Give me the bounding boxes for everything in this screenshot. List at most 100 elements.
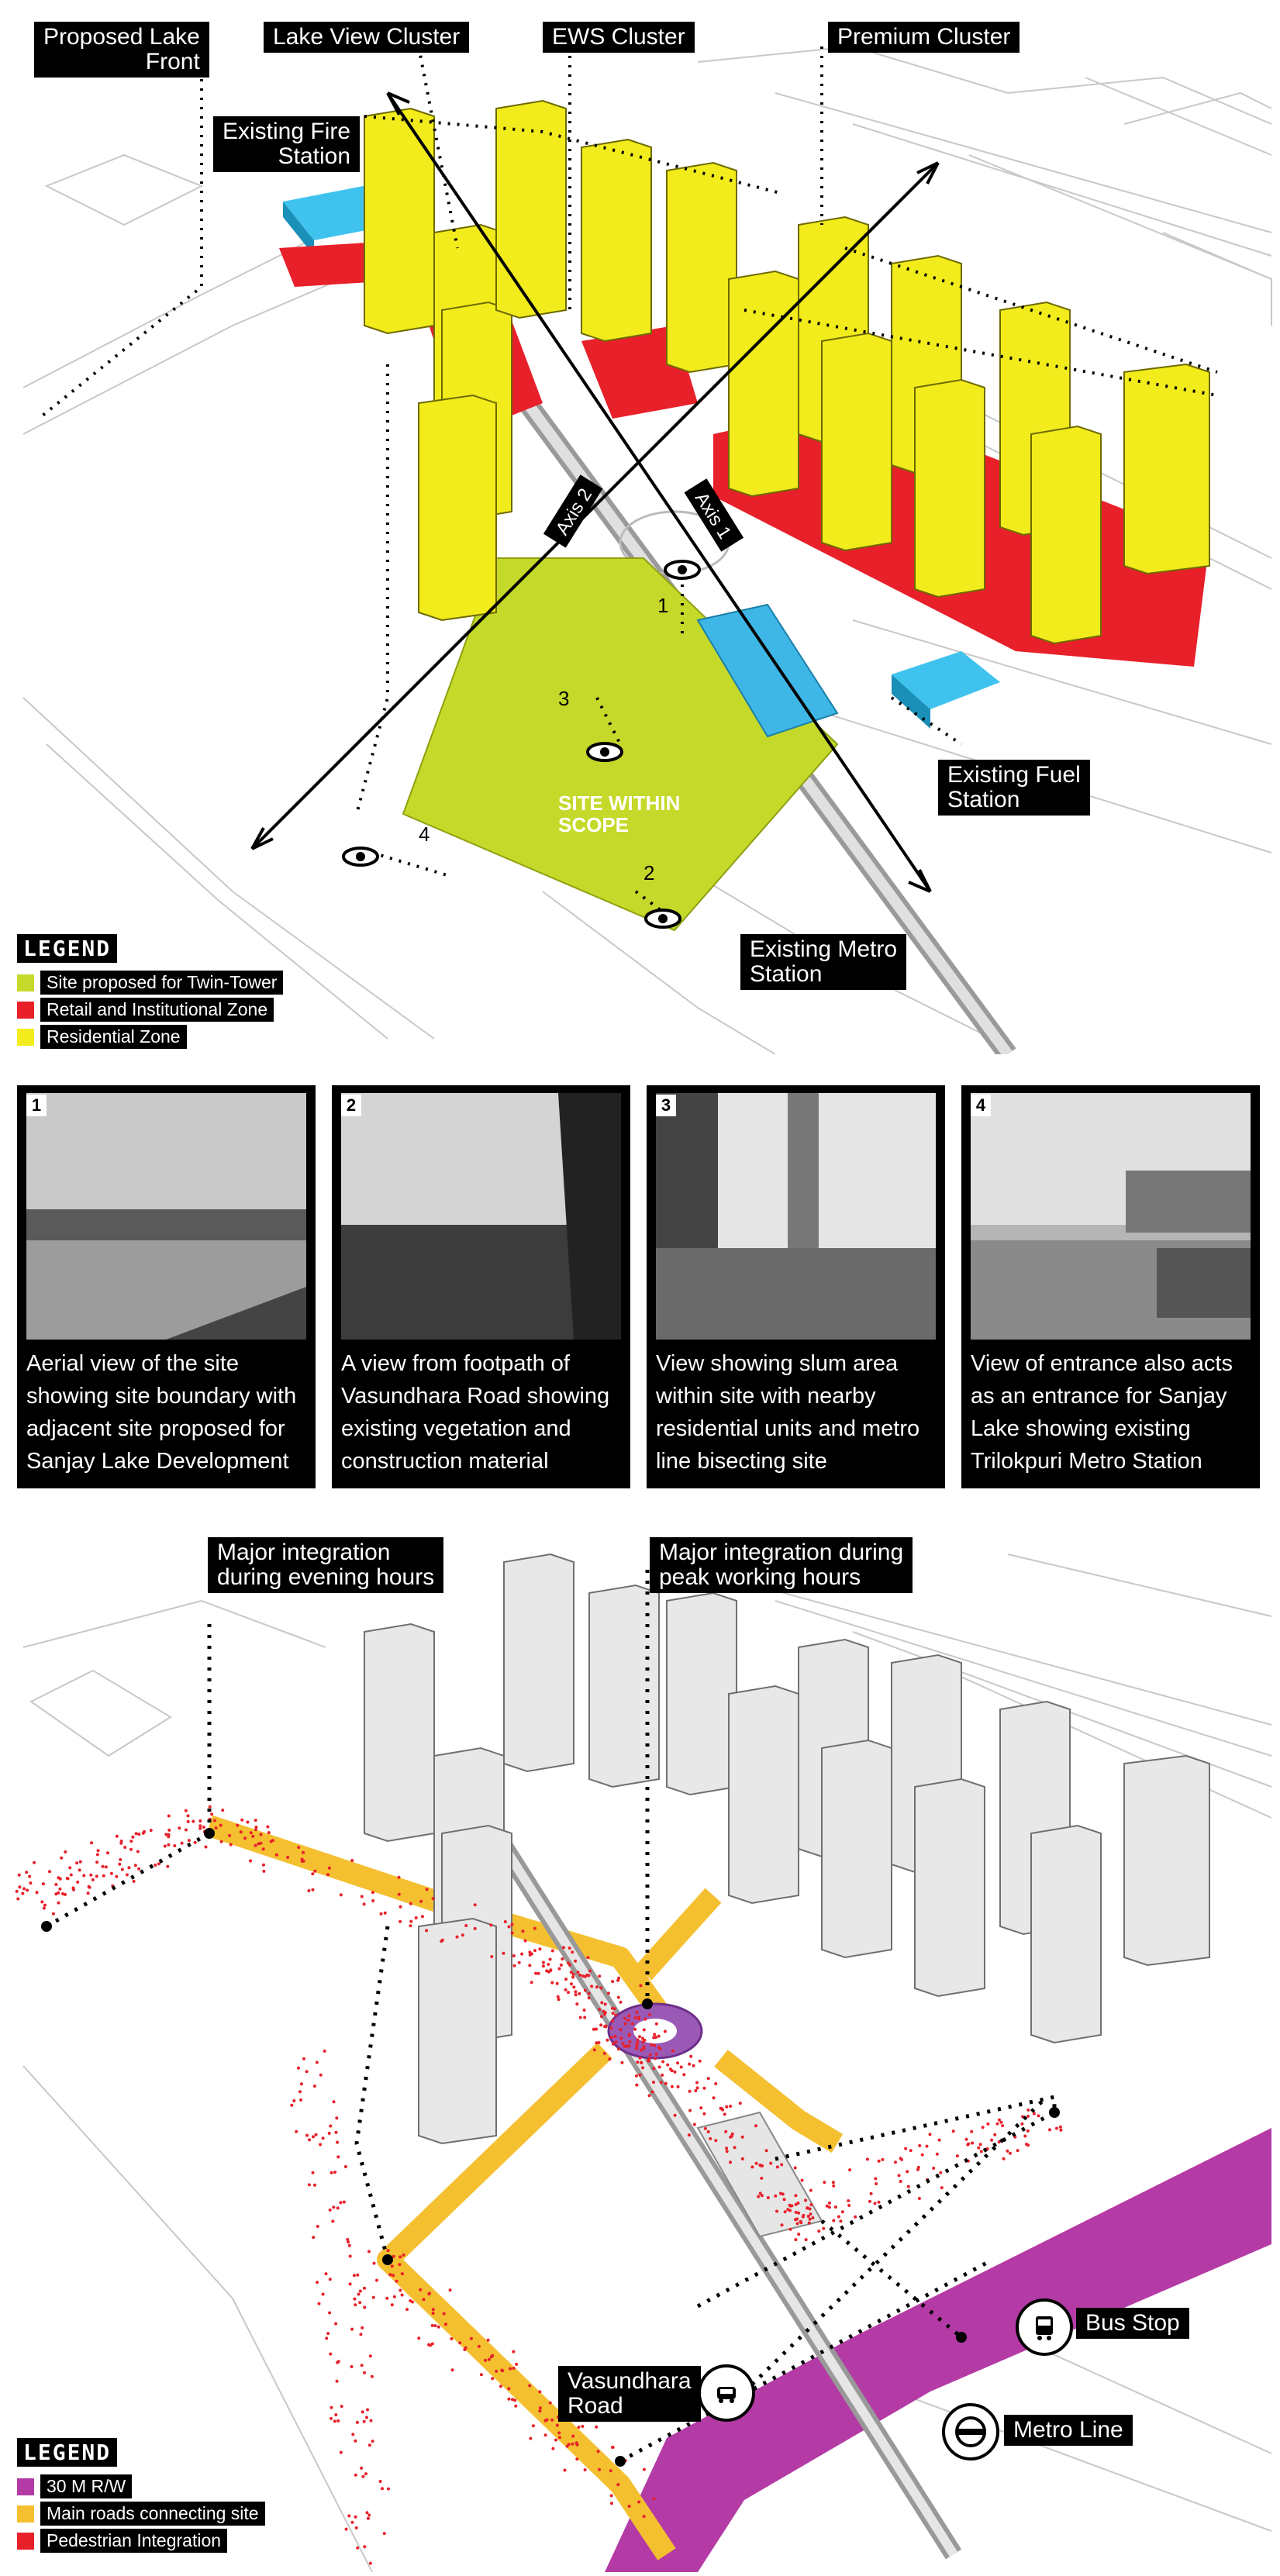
pedestrian-dot	[249, 1859, 252, 1863]
integration-nodes	[41, 1828, 1060, 2467]
pedestrian-dot	[351, 2433, 355, 2436]
top-legend-label: Residential Zone	[40, 1025, 187, 1049]
pedestrian-dot	[365, 2511, 369, 2515]
bottom-legend-label: Main roads connecting site	[40, 2502, 265, 2526]
pedestrian-dot	[448, 2288, 452, 2292]
pedestrian-dot	[541, 1960, 545, 1964]
pedestrian-dot	[529, 2436, 533, 2440]
pedestrian-dot	[334, 2322, 338, 2326]
pedestrian-dot	[757, 2195, 761, 2198]
pedestrian-dot	[96, 1849, 100, 1853]
pedestrian-dot	[334, 2130, 338, 2134]
pedestrian-dot	[348, 2254, 352, 2258]
photo-caption: View of entrance also acts as an entranc…	[971, 1351, 1233, 1474]
pedestrian-dot	[605, 2038, 609, 2042]
pedestrian-dot	[533, 1926, 536, 1930]
pedestrian-dot	[371, 2440, 374, 2443]
pedestrian-dot	[797, 2211, 801, 2215]
pedestrian-dot	[339, 2450, 343, 2454]
pedestrian-dot	[65, 1877, 69, 1880]
top-legend-swatch-residential	[17, 1028, 34, 1046]
pedestrian-dot	[640, 2048, 643, 2052]
pedestrian-dot	[702, 2086, 706, 2090]
pedestrian-dot	[356, 2546, 360, 2550]
pedestrian-dot	[823, 2181, 826, 2185]
pedestrian-dot	[827, 2205, 831, 2209]
pedestrian-dot	[627, 2044, 631, 2048]
pedestrian-dot	[419, 1899, 423, 1903]
pedestrian-dot	[269, 1840, 273, 1843]
pedestrian-dot	[381, 2487, 384, 2491]
pedestrian-dot	[571, 1950, 574, 1954]
pedestrian-dot	[904, 2147, 908, 2150]
pedestrian-dot	[627, 2505, 631, 2508]
pedestrian-dot	[127, 1866, 131, 1870]
pedestrian-dot	[809, 2212, 813, 2216]
pedestrian-dot	[329, 2416, 333, 2420]
pedestrian-dot	[799, 2219, 802, 2223]
pedestrian-dot	[106, 1851, 109, 1855]
pedestrian-dot	[43, 1903, 47, 1907]
pedestrian-dot	[166, 1864, 170, 1868]
pedestrian-dot	[635, 2047, 639, 2050]
pedestrian-dot	[611, 2012, 615, 2015]
pedestrian-dot	[311, 1872, 315, 1876]
pedestrian-dot	[578, 1973, 582, 1977]
pedestrian-dot	[654, 2052, 658, 2056]
pedestrian-dot	[740, 2135, 744, 2139]
pedestrian-dot	[937, 2138, 941, 2142]
pedestrian-dot	[679, 2065, 683, 2069]
pedestrian-dot	[348, 2282, 352, 2286]
pedestrian-dot	[422, 2298, 426, 2302]
pedestrian-dot	[581, 2424, 585, 2428]
pedestrian-dot	[321, 2136, 325, 2140]
pedestrian-dot	[390, 2264, 394, 2268]
pedestrian-dot	[692, 2123, 696, 2126]
pedestrian-dot	[627, 2014, 631, 2018]
pedestrian-dot	[333, 2419, 336, 2423]
pedestrian-dot	[533, 1949, 536, 1953]
pedestrian-dot	[360, 1895, 364, 1898]
pedestrian-dot	[729, 2160, 732, 2164]
pedestrian-dot	[365, 2416, 368, 2419]
pedestrian-dot	[379, 1912, 383, 1916]
pedestrian-dot	[633, 2016, 637, 2019]
pedestrian-dot	[398, 1905, 402, 1909]
pedestrian-dot	[548, 2401, 552, 2405]
pedestrian-dot	[335, 2116, 339, 2120]
pedestrian-dot	[676, 2085, 680, 2088]
pedestrian-dot	[634, 2074, 638, 2078]
pedestrian-dot	[1032, 2112, 1036, 2116]
pedestrian-dot	[811, 2216, 815, 2219]
pedestrian-dot	[781, 2192, 785, 2196]
pedestrian-dot	[575, 2443, 579, 2447]
pedestrian-dot	[571, 2434, 575, 2438]
pedestrian-dot	[1026, 2129, 1030, 2133]
pedestrian-dot	[598, 2467, 601, 2471]
pedestrian-dot	[137, 1833, 141, 1836]
pedestrian-dot	[486, 2338, 490, 2342]
pedestrian-dot	[576, 1971, 580, 1974]
pedestrian-dot	[54, 1883, 58, 1886]
pedestrian-dot	[58, 1887, 62, 1891]
pedestrian-dot	[569, 1971, 573, 1974]
pedestrian-dot	[78, 1860, 82, 1864]
photo-card-4: 4 View of entrance also acts as an entra…	[961, 1085, 1260, 1488]
pedestrian-dot	[342, 2200, 346, 2204]
pedestrian-dot	[336, 2206, 340, 2210]
pedestrian-dot	[688, 2109, 692, 2112]
pedestrian-dot	[319, 2073, 323, 2077]
pedestrian-dot	[191, 1819, 195, 1823]
pedestrian-dot	[331, 2219, 335, 2223]
bottom-legend-swatch-row	[17, 2478, 34, 2495]
pedestrian-dot	[315, 2060, 319, 2064]
pedestrian-dot	[695, 2086, 699, 2090]
pedestrian-dot	[575, 2002, 579, 2006]
pedestrian-dot	[595, 2041, 599, 2045]
pedestrian-dot	[676, 2061, 680, 2065]
pedestrian-dot	[574, 1993, 578, 1997]
pedestrian-dot	[621, 2042, 625, 2046]
pedestrian-dot	[82, 1874, 86, 1878]
pedestrian-dot	[219, 1823, 223, 1827]
pedestrian-dot	[997, 2140, 1001, 2143]
